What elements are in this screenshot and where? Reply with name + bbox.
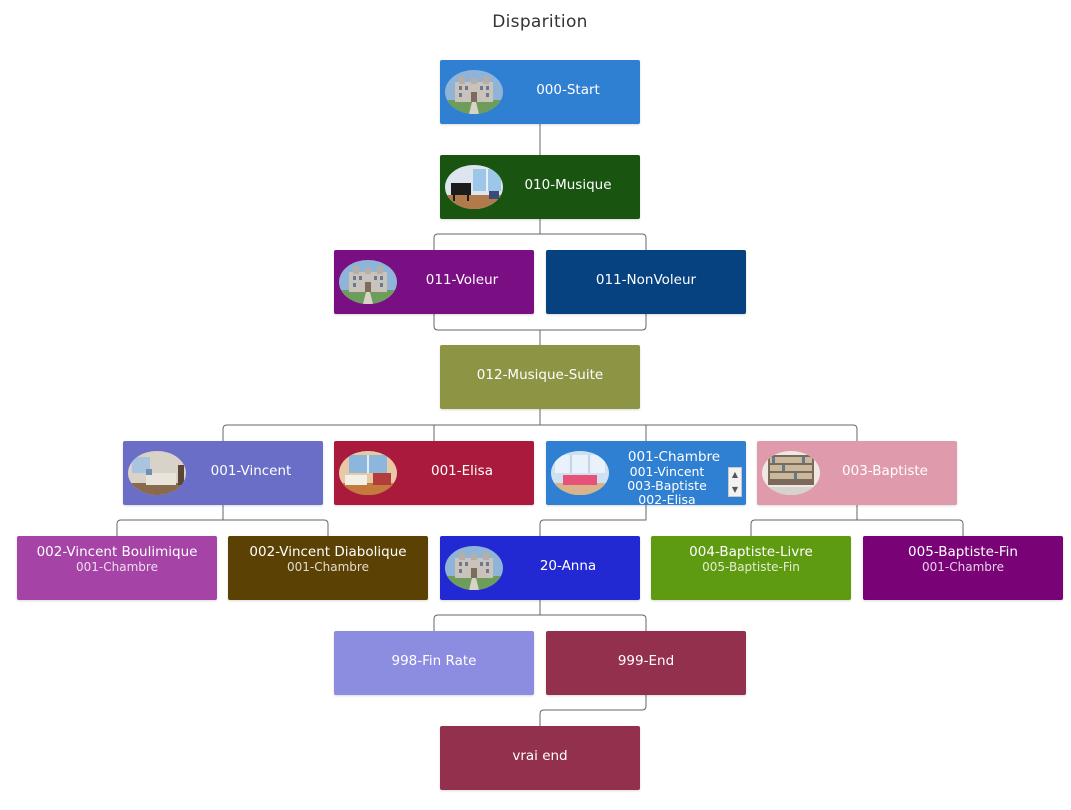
castle-thumbnail: [339, 260, 397, 304]
node-002-vincent-boulimique[interactable]: 002-Vincent Boulimique 001-Chambre: [17, 536, 217, 600]
node-005-baptiste-fin[interactable]: 005-Baptiste-Fin 001-Chambre: [863, 536, 1063, 600]
connector-line: [433, 219, 647, 250]
node-012-musique-suite[interactable]: 012-Musique-Suite: [440, 345, 640, 409]
node-011-voleur[interactable]: 011-Voleur: [334, 250, 534, 314]
node-label: 000-Start: [536, 82, 600, 98]
node-sublabel: 001-Chambre: [287, 560, 369, 574]
node-000-start[interactable]: 000-Start: [440, 60, 640, 124]
node-label: 011-Voleur: [425, 272, 499, 288]
node-001-chambre[interactable]: 001-Chambre 001-Vincent 003-Baptiste 002…: [546, 441, 746, 505]
node-label: 998-Fin Rate: [391, 653, 477, 669]
library-thumbnail: [762, 451, 820, 495]
node-998-fin-rate[interactable]: 998-Fin Rate: [334, 631, 534, 695]
list-item: 003-Baptiste: [627, 478, 707, 493]
node-label: 001-Elisa: [431, 463, 493, 479]
node-label: 010-Musique: [524, 177, 612, 193]
castle-thumbnail: [445, 546, 503, 590]
node-label: 999-End: [617, 653, 675, 669]
scroll-up-icon[interactable]: ▲: [731, 470, 739, 479]
connector-line: [433, 600, 647, 631]
node-999-end[interactable]: 999-End: [546, 631, 746, 695]
list-item: 001-Vincent: [629, 465, 705, 479]
node-20-anna[interactable]: 20-Anna: [440, 536, 640, 600]
node-label: 001-Chambre: [627, 449, 721, 465]
node-label: 005-Baptiste-Fin: [908, 544, 1018, 560]
node-010-musique[interactable]: 010-Musique: [440, 155, 640, 219]
node-label: 003-Baptiste: [842, 463, 928, 479]
node-001-elisa[interactable]: 001-Elisa: [334, 441, 534, 505]
node-001-vincent[interactable]: 001-Vincent: [123, 441, 323, 505]
bedroom-thumbnail: [551, 451, 609, 495]
node-sublabel: 001-Chambre: [922, 560, 1004, 574]
node-sublabel: 005-Baptiste-Fin: [702, 560, 800, 574]
node-label: 20-Anna: [539, 558, 597, 574]
node-label: vrai end: [512, 748, 568, 764]
node-label: 002-Vincent Diabolique: [249, 544, 407, 560]
connector-line: [433, 314, 647, 345]
connector-line: [116, 505, 329, 536]
list-scrollbar[interactable]: ▲ ▼: [728, 467, 742, 497]
node-label: 004-Baptiste-Livre: [689, 544, 813, 560]
connector-line: [222, 409, 858, 441]
bedroom-thumbnail: [339, 451, 397, 495]
node-vrai-end[interactable]: vrai end: [440, 726, 640, 790]
scroll-down-icon[interactable]: ▼: [731, 485, 739, 494]
node-label: 011-NonVoleur: [595, 272, 697, 288]
bedroom-thumbnail: [128, 451, 186, 495]
connector-line: [539, 505, 647, 536]
castle-thumbnail: [445, 70, 503, 114]
connector-line: [750, 505, 964, 536]
node-003-baptiste[interactable]: 003-Baptiste: [757, 441, 957, 505]
node-011-nonvoleur[interactable]: 011-NonVoleur: [546, 250, 746, 314]
piano-room-thumbnail: [445, 165, 503, 209]
connector-line: [539, 695, 647, 726]
child-list[interactable]: 001-Vincent 003-Baptiste 002-Elisa: [602, 465, 732, 505]
node-sublabel: 001-Chambre: [76, 560, 158, 574]
chart-title: Disparition: [492, 12, 588, 32]
node-label: 002-Vincent Boulimique: [36, 544, 198, 560]
node-004-baptiste-livre[interactable]: 004-Baptiste-Livre 005-Baptiste-Fin: [651, 536, 851, 600]
node-label: 001-Vincent: [210, 463, 292, 479]
node-label: 012-Musique-Suite: [476, 367, 604, 383]
list-item: 002-Elisa: [638, 492, 696, 506]
node-002-vincent-diabolique[interactable]: 002-Vincent Diabolique 001-Chambre: [228, 536, 428, 600]
